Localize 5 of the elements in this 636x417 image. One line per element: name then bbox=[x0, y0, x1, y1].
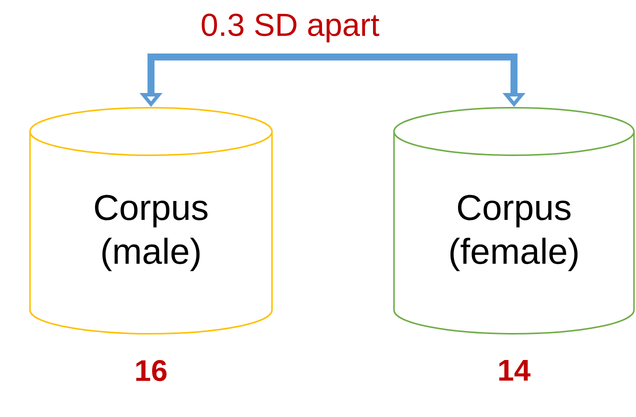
cylinder: Corpus (female) bbox=[393, 107, 635, 334]
edge-label: 0.3 SD apart bbox=[202, 14, 380, 42]
number-label: 14 bbox=[499, 360, 530, 381]
number-label: 16 bbox=[136, 360, 167, 382]
cylinder: Corpus (male) bbox=[29, 107, 273, 334]
